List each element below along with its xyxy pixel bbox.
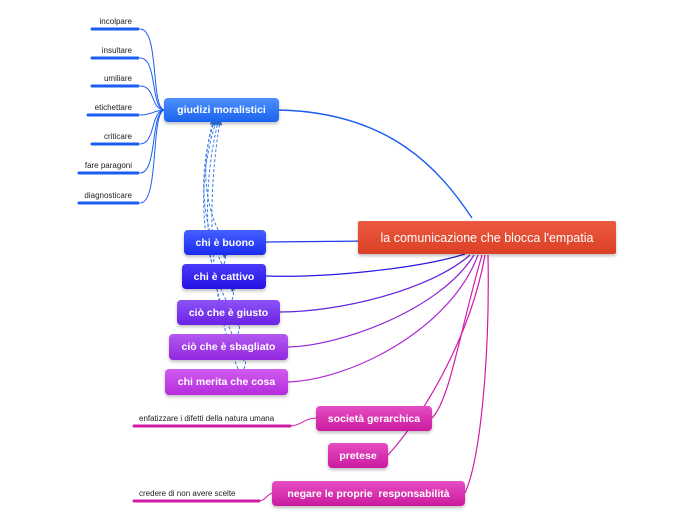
node-giudizi-moralistici[interactable]: giudizi moralistici bbox=[164, 98, 279, 122]
central-topic[interactable]: la comunicazione che blocca l'empatia bbox=[358, 221, 616, 254]
node-societa-gerarchica[interactable]: società gerarchica bbox=[316, 406, 432, 431]
leaf-diagnosticare[interactable]: diagnosticare bbox=[84, 191, 132, 200]
node-chi-e-cattivo[interactable]: chi è cattivo bbox=[182, 264, 266, 289]
node-chi-merita-che-cosa[interactable]: chi merita che cosa bbox=[165, 369, 288, 395]
leaf-criticare[interactable]: criticare bbox=[103, 132, 132, 141]
link-giusto bbox=[279, 254, 471, 313]
node-label: pretese bbox=[339, 449, 377, 462]
node-cio-che-e-sbagliato[interactable]: ciò che è sbagliato bbox=[169, 334, 288, 360]
node-label: giudizi moralistici bbox=[177, 104, 266, 116]
leaf-etichettare[interactable]: etichettare bbox=[94, 103, 132, 112]
link-negare bbox=[464, 254, 489, 494]
leaf-fare-paragoni[interactable]: fare paragoni bbox=[84, 161, 132, 170]
link-merita bbox=[287, 254, 479, 383]
link-societa bbox=[431, 254, 483, 419]
node-label: ciò che è giusto bbox=[188, 306, 269, 319]
leaf-credere-non-avere-scelte[interactable]: credere di non avere scelte bbox=[139, 489, 236, 498]
node-chi-e-buono[interactable]: chi è buono bbox=[184, 230, 266, 255]
leaf-insultare[interactable]: insultare bbox=[101, 46, 132, 55]
link-giudizi bbox=[277, 109, 473, 219]
node-label: società gerarchica bbox=[327, 412, 421, 425]
node-label: chi merita che cosa bbox=[177, 376, 276, 388]
node-label: ciò che è sbagliato bbox=[181, 341, 276, 353]
leaf-umiliare[interactable]: umiliare bbox=[103, 74, 132, 83]
leaf-incolpare[interactable]: incolpare bbox=[99, 17, 132, 26]
node-cio-che-e-giusto[interactable]: ciò che è giusto bbox=[177, 300, 280, 325]
node-label: chi è buono bbox=[195, 236, 255, 249]
node-pretese[interactable]: pretese bbox=[328, 443, 388, 468]
node-label: negare le proprie responsabilità bbox=[287, 487, 450, 500]
node-label: chi è cattivo bbox=[193, 270, 255, 283]
link-sbagliato bbox=[287, 254, 475, 348]
central-topic-label: la comunicazione che blocca l'empatia bbox=[380, 230, 594, 245]
link-pretese bbox=[387, 254, 486, 456]
link-cattivo bbox=[265, 253, 466, 277]
node-negare-responsabilita[interactable]: negare le proprie responsabilità bbox=[272, 481, 465, 506]
leaf-enfatizzare-difetti[interactable]: enfatizzare i difetti della natura umana bbox=[139, 414, 275, 423]
